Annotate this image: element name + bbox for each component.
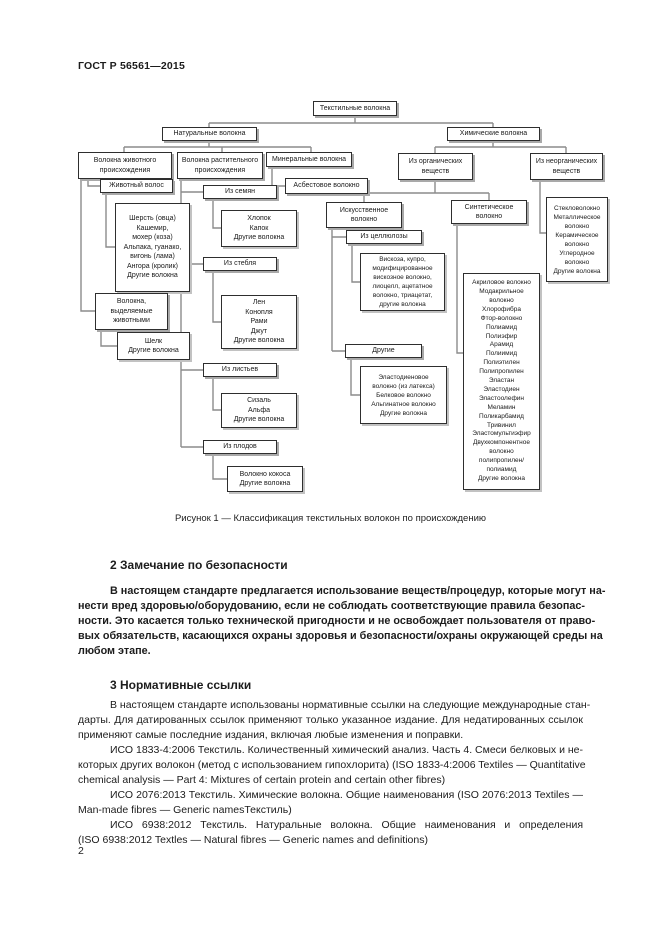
diagram-node-artificial-fibre: Искусственное волокно (326, 202, 402, 228)
diagram-node-others: Другие (345, 344, 422, 358)
figure-diagram: Текстильные волокна Натуральные волокна … (78, 101, 608, 492)
diagram-node-synthetic-fibre: Синтетическое волокно (451, 200, 527, 224)
diagram-leaf-inorganic-list: Стекловолокно Металлическое волокно Кера… (546, 197, 608, 282)
diagram-node-mineral-fibres: Минеральные волокна (266, 152, 352, 167)
diagram-node-from-stem: Из стебля (203, 257, 277, 271)
diagram-node-textile-fibres: Текстильные волокна (313, 101, 397, 116)
diagram-leaf-coconut-list: Волокно кокоса Другие волокна (227, 466, 303, 492)
diagram-node-animal-hair: Животный волос (100, 179, 173, 193)
diagram-leaf-viscose-list: Вискоза, купро, модифицированное вискозн… (360, 253, 445, 311)
connector-lines (80, 116, 567, 480)
diagram-node-from-cellulose: Из целлюлозы (346, 230, 422, 244)
standard-number-header: ГОСТ Р 56561—2015 (78, 60, 186, 72)
diagram-node-organic-substances: Из органических веществ (398, 153, 473, 180)
diagram-node-animal-origin: Волокна животного происхождения (78, 152, 172, 179)
diagram-node-plant-origin: Волокна растительного происхождения (177, 152, 263, 179)
diagram-leaf-flax-list: Лен Конопля Рами Джут Другие волокна (221, 295, 297, 349)
diagram-node-chemical-fibres: Химические волокна (447, 127, 540, 141)
diagram-leaf-silk-list: Шелк Другие волокна (117, 332, 190, 360)
diagram-node-inorganic-substances: Из неорганических веществ (530, 153, 603, 180)
diagram-node-from-fruits: Из плодов (203, 440, 277, 454)
section-title-safety: 2 Замечание по безопасности (110, 558, 288, 572)
diagram-node-from-seeds: Из семян (203, 185, 277, 199)
diagram-leaf-cotton-list: Хлопок Капок Другие волокна (221, 210, 297, 247)
safety-paragraph: В настоящем стандарте предлагается испол… (78, 585, 606, 657)
reference-iso-1833: ИСО 1833-4:2006 Текстиль. Количественный… (78, 744, 586, 786)
diagram-leaf-synthetic-list: Акриловое волокно Модакрильное волокно Х… (463, 273, 540, 490)
reference-iso-2076: ИСО 2076:2013 Текстиль. Химические волок… (78, 789, 583, 816)
diagram-leaf-elastodiene-list: Эластодиеновое волокно (из латекса) Белк… (360, 366, 447, 424)
figure-caption: Рисунок 1 — Классификация текстильных во… (174, 513, 487, 524)
section-title-references: 3 Нормативные ссылки (110, 678, 252, 692)
diagram-node-from-leaves: Из листьев (203, 363, 277, 377)
diagram-leaf-sisal-list: Сизаль Альфа Другие волокна (221, 393, 297, 428)
reference-iso-6938: ИСО 6938:2012 Текстиль. Натуральные воло… (78, 819, 583, 846)
diagram-leaf-wool-list: Шерсть (овца) Кашемир, мохер (коза) Альп… (115, 203, 190, 292)
references-intro-paragraph: В настоящем стандарте использованы норма… (78, 699, 591, 741)
diagram-node-excreted-by-animals: Волокна, выделяемые животными (95, 293, 168, 330)
diagram-node-natural-fibres: Натуральные волокна (162, 127, 257, 141)
diagram-node-asbestos-fibre: Асбестовое волокно (285, 178, 368, 194)
page-number: 2 (78, 845, 84, 857)
